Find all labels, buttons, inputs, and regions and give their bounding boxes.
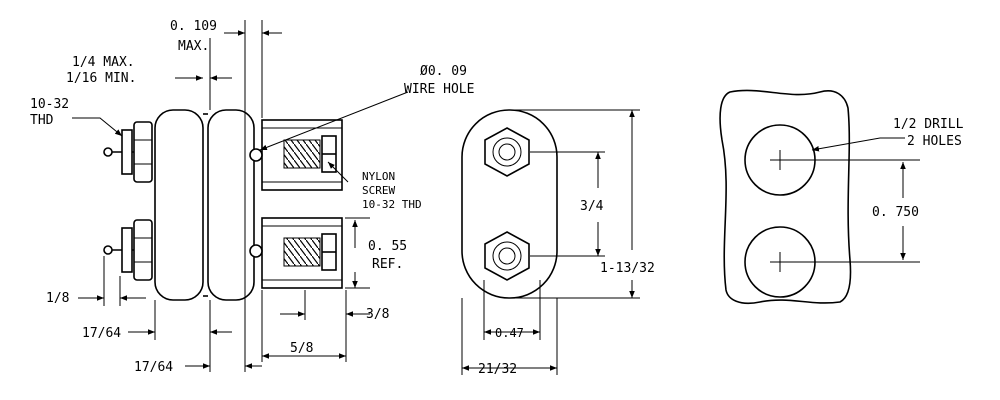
holes-label: 2 HOLES xyxy=(907,134,962,149)
screw-label: SCREW xyxy=(362,184,395,197)
max-label: 1/4 MAX. xyxy=(72,55,135,70)
wire-hole-label: WIRE HOLE xyxy=(404,82,474,97)
dim-5-8: 5/8 xyxy=(290,341,313,356)
lower-connector xyxy=(249,217,343,289)
screw-thread-label: 10-32 THD xyxy=(362,198,422,211)
dim-1-13-32: 1-13/32 xyxy=(600,261,655,276)
dim-21-32: 21/32 xyxy=(478,362,517,377)
ref-label: REF. xyxy=(372,257,403,272)
spacing-label: 0. 750 xyxy=(872,205,919,220)
gap-max-value: 0. 109 xyxy=(170,19,217,34)
dim-3-4: 3/4 xyxy=(580,199,604,214)
drill-label: 1/2 DRILL xyxy=(893,117,964,132)
wire-hole-dia: Ø0. 09 xyxy=(420,64,467,79)
upper-connector xyxy=(249,119,343,191)
thread-label: 10-32 xyxy=(30,97,69,112)
nylon-label: NYLON xyxy=(362,170,395,183)
thread-unit: THD xyxy=(30,113,54,128)
dim-17-64-b: 17/64 xyxy=(134,360,173,375)
lower-hex-nut xyxy=(484,231,530,281)
lower-stud xyxy=(103,219,153,281)
end-view: 3/4 1-13/32 0.47 21/32 xyxy=(461,109,655,377)
dim-0-47: 0.47 xyxy=(495,326,524,340)
dim-1-8: 1/8 xyxy=(46,291,69,306)
upper-stud xyxy=(103,121,153,183)
upper-hex-nut xyxy=(484,127,530,177)
panel-view: 1/2 DRILL 2 HOLES 0. 750 xyxy=(719,89,964,305)
dim-17-64-a: 17/64 xyxy=(82,326,121,341)
min-label: 1/16 MIN. xyxy=(66,71,136,86)
ref-value: 0. 55 xyxy=(368,239,407,254)
barrel-body xyxy=(154,109,255,301)
dim-3-8: 3/8 xyxy=(366,307,389,322)
side-view: 0. 109 MAX. 1/4 MAX. 1/16 MIN. 10-32 THD… xyxy=(30,19,474,375)
gap-max-unit: MAX. xyxy=(178,39,209,54)
